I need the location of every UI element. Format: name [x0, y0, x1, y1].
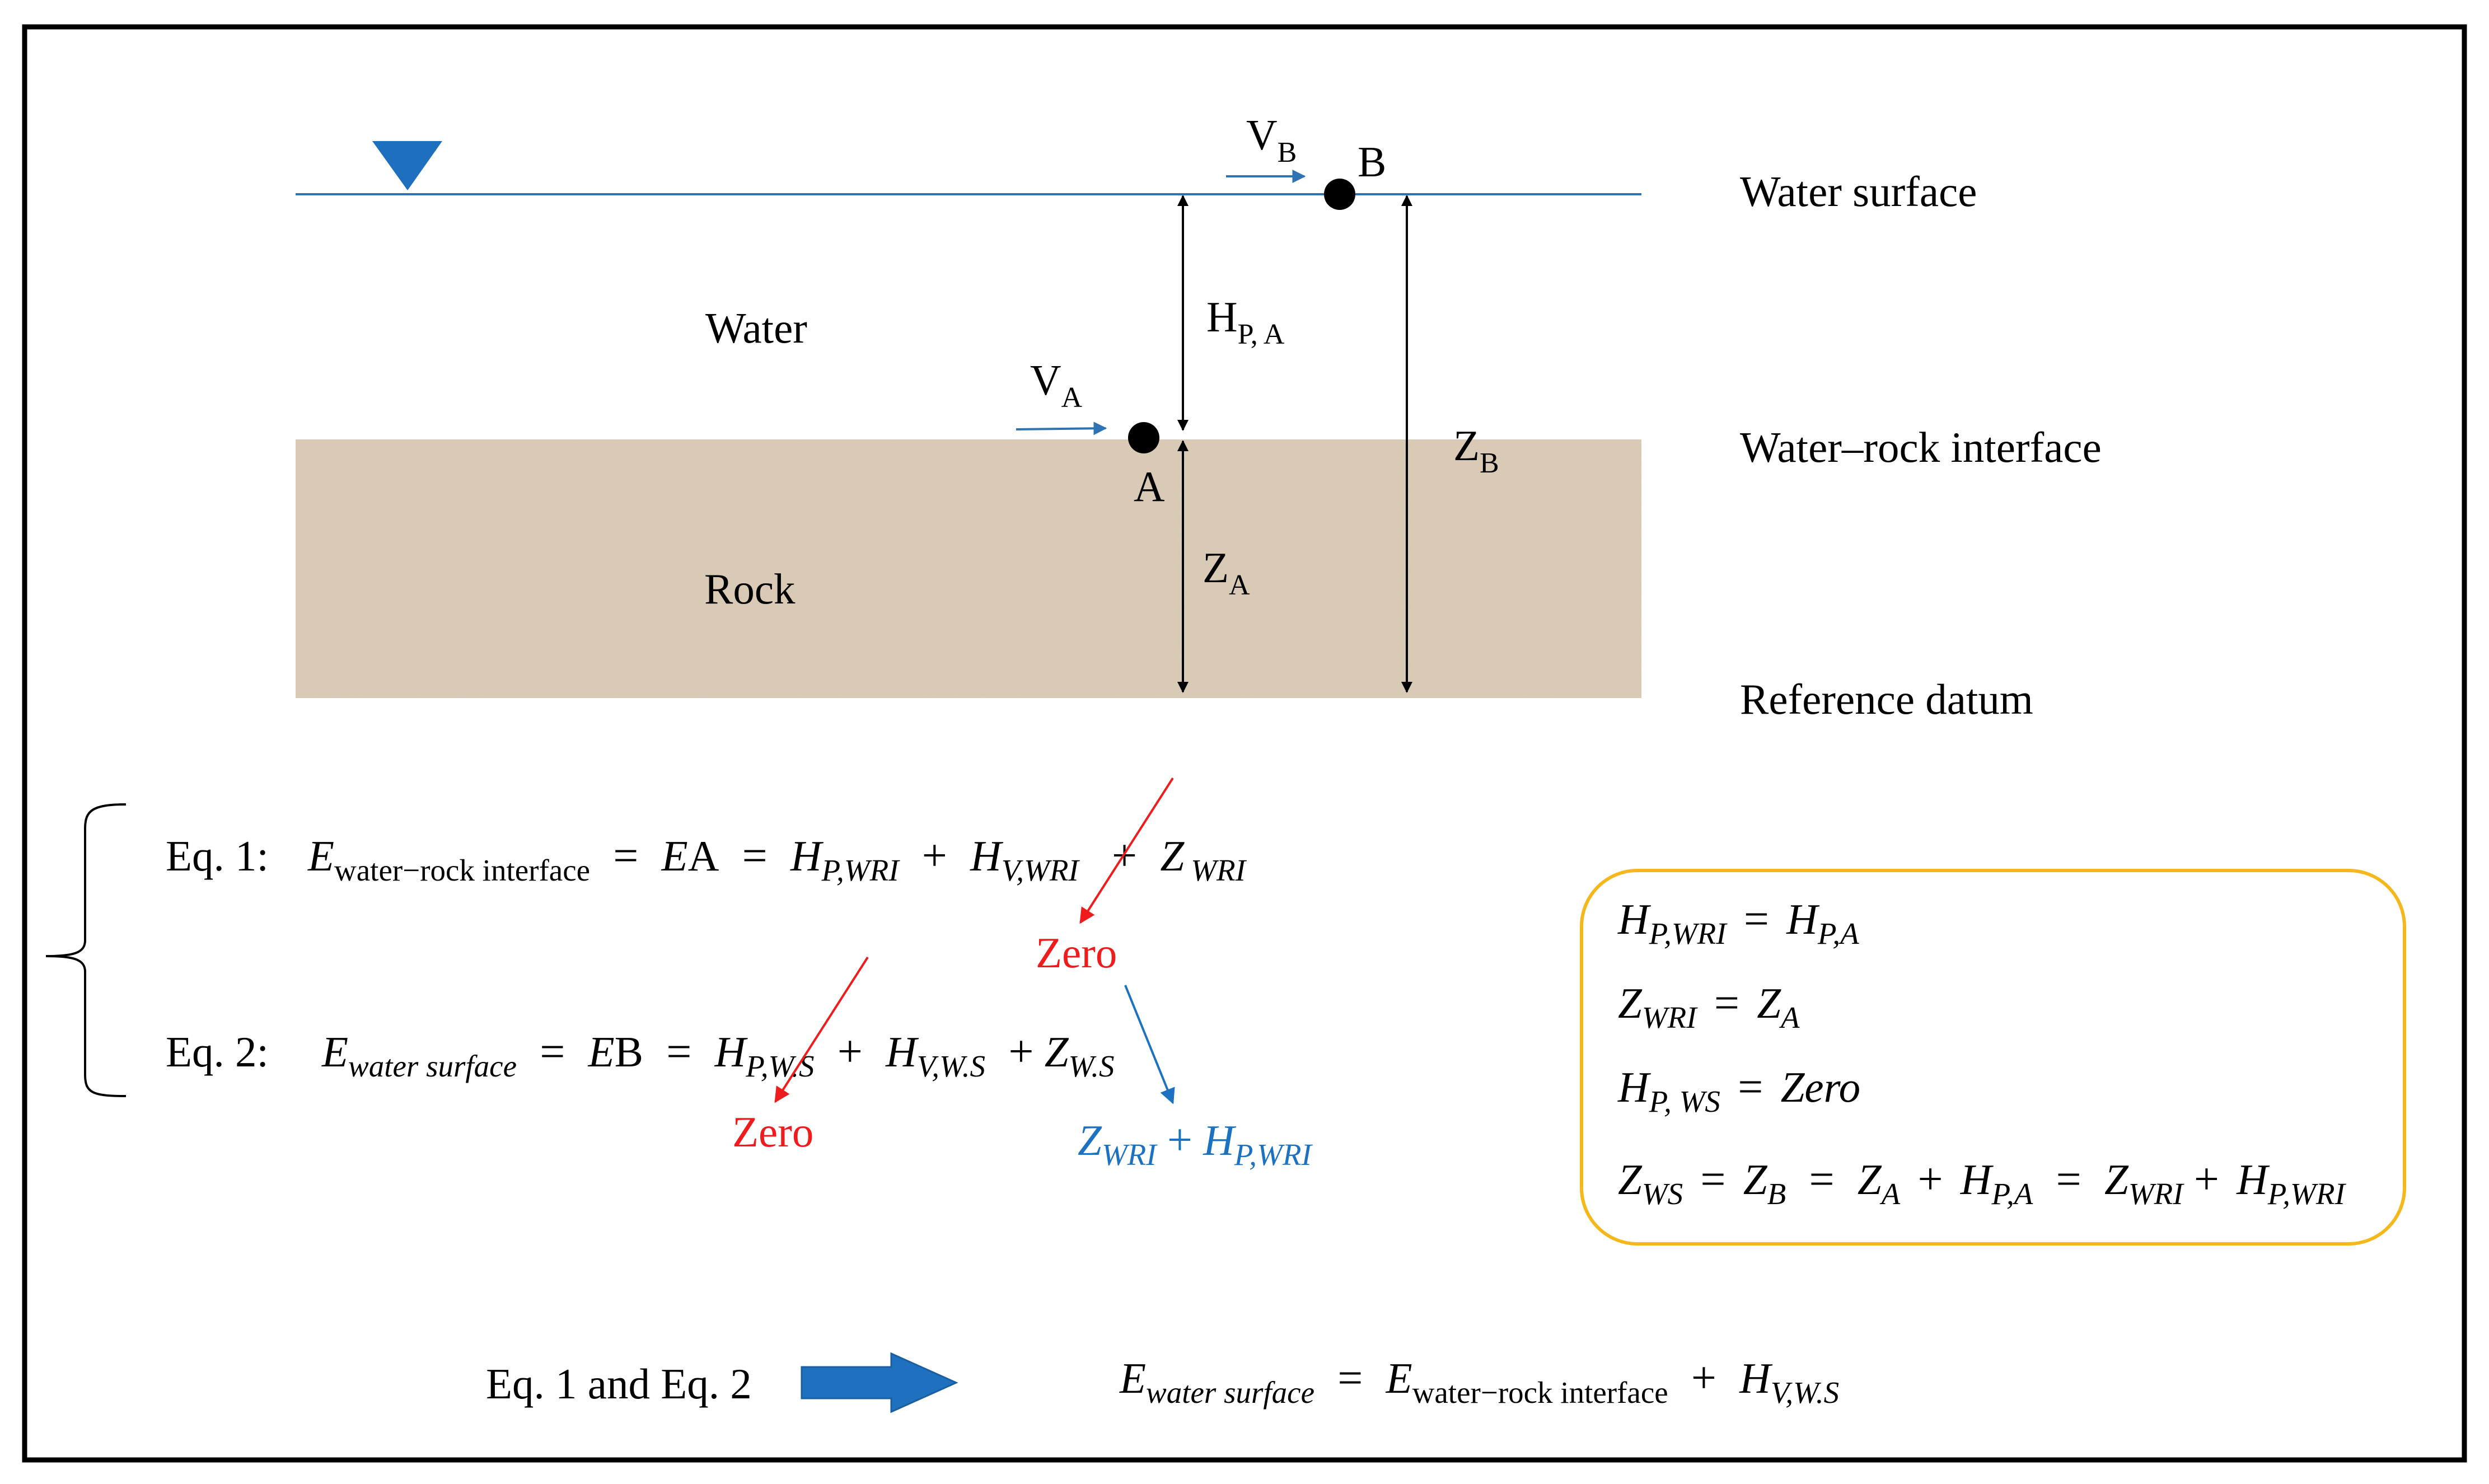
water-rock-interface-label: Water–rock interface — [1740, 423, 2102, 471]
conclusion-equation: Ewater surface = Ewater−rock interface +… — [1119, 1354, 1839, 1412]
substitution-arrow — [1124, 985, 1175, 1104]
water-surface-label: Water surface — [1740, 167, 1977, 216]
point-a-marker — [1128, 422, 1159, 453]
zero-note-2: Zero — [732, 1108, 813, 1156]
summary-line-1: HP,WRI = HP,A — [1617, 895, 1859, 953]
point-a-label: A — [1134, 462, 1165, 511]
zero-arrow-1 — [1079, 777, 1174, 924]
elevation-a-label: ZA — [1203, 544, 1250, 601]
rock-texture — [296, 439, 1641, 698]
reference-datum-label: Reference datum — [1740, 675, 2033, 723]
summary-line-4: ZWS = ZB = ZA + HP,A = ZWRI + HP,WRI — [1618, 1155, 2346, 1214]
point-b-marker — [1324, 179, 1355, 210]
equation-brace — [45, 803, 127, 1097]
zero-note-1: Zero — [1036, 929, 1117, 977]
velocity-b-label: VB — [1246, 111, 1297, 168]
elevation-b-label: ZB — [1453, 422, 1499, 479]
substitution-note: ZWRI + HP,WRI — [1078, 1116, 1313, 1174]
conclusion-label: Eq. 1 and Eq. 2 — [486, 1360, 752, 1408]
summary-line-2: ZWRI = ZA — [1618, 979, 1800, 1037]
point-b-label: B — [1358, 138, 1386, 186]
summary-box — [1580, 869, 2406, 1246]
velocity-a-label: VA — [1030, 356, 1083, 414]
inverted-triangle-icon — [372, 141, 442, 190]
equation-1: Eq. 1: Ewater−rock interface = EA = HP,W… — [166, 831, 1247, 890]
velocity-arrow-a — [1016, 422, 1107, 436]
right-block-arrow-icon — [801, 1352, 958, 1413]
water-label: Water — [705, 304, 807, 352]
equation-2: Eq. 2: Ewater surface = EB = HP,W.S + HV… — [166, 1027, 1115, 1086]
rock-label: Rock — [704, 565, 796, 613]
pressure-head-label: HP, A — [1206, 293, 1285, 350]
summary-line-3: HP, WS = Zero — [1617, 1062, 1860, 1121]
zero-arrow-2 — [774, 956, 869, 1103]
